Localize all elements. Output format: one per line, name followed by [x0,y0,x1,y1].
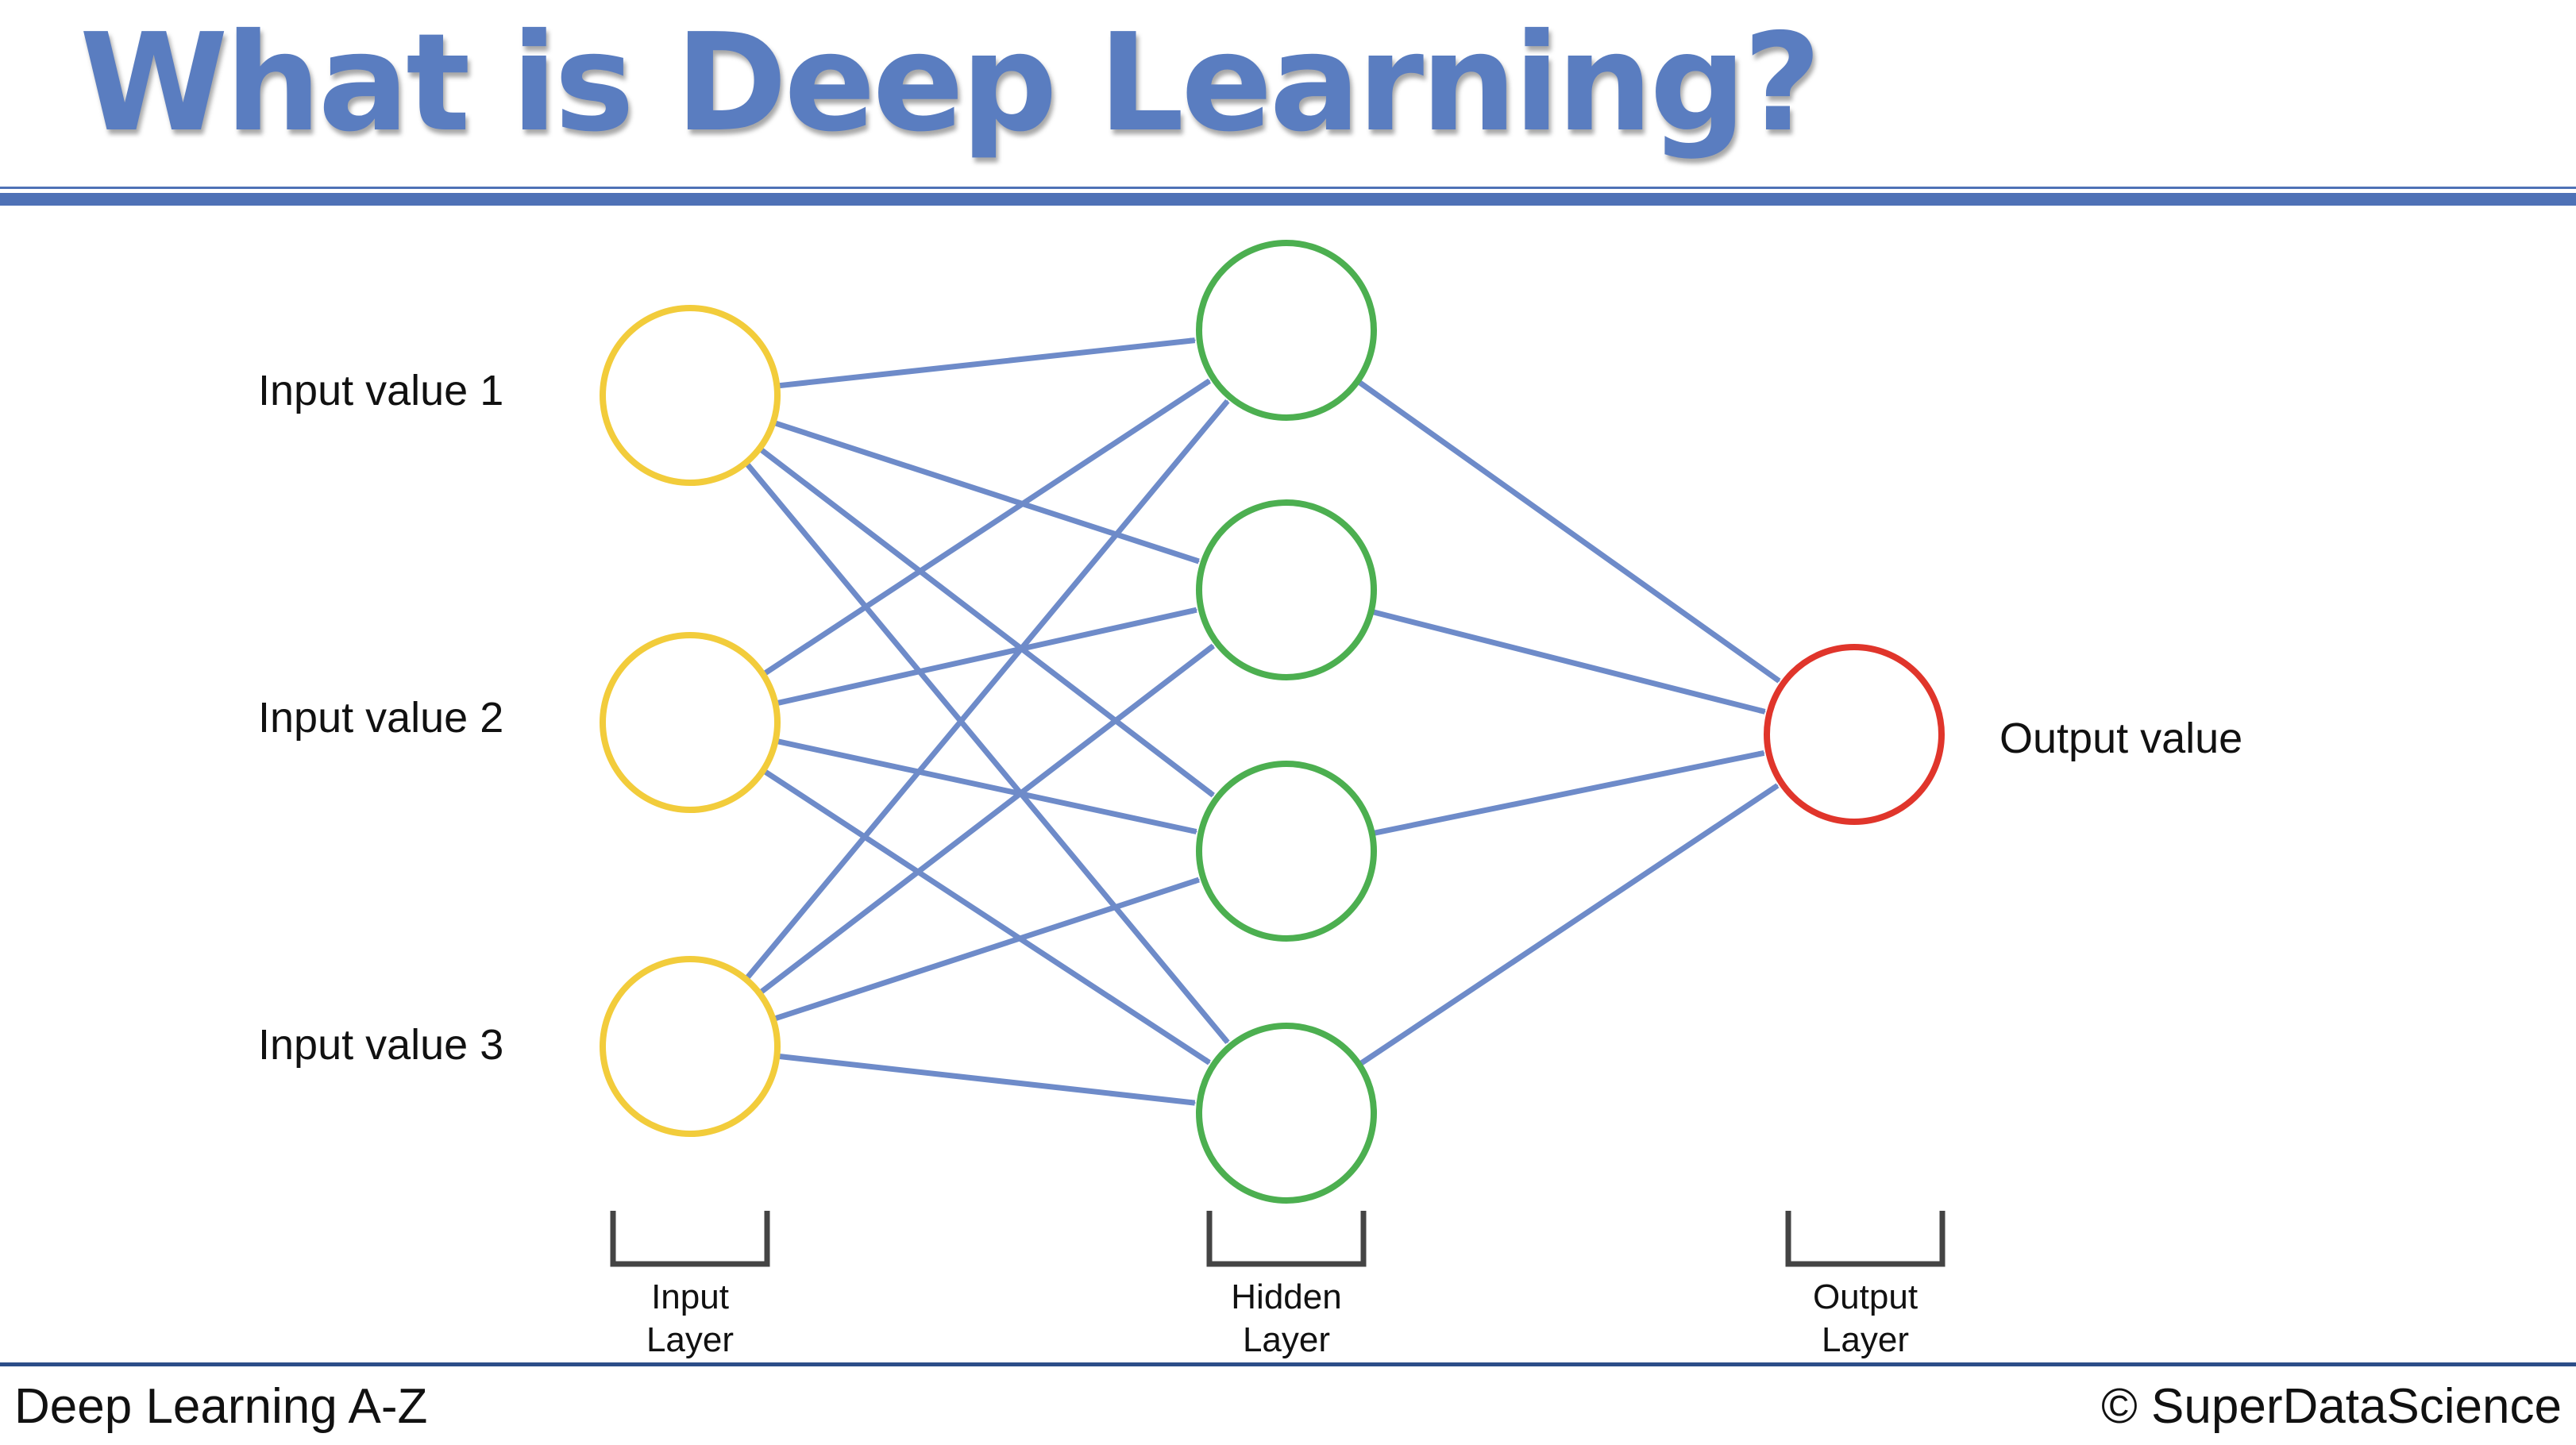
connection-input-3-to-hidden-4 [777,1053,1194,1106]
connection-input-2-to-hidden-4 [762,769,1211,1065]
connection-input-1-to-hidden-1 [777,337,1194,389]
hidden-layer-bracket [1206,1211,1367,1267]
input-layer-bracket [610,1211,770,1267]
connection-input-2-to-hidden-2 [776,607,1197,707]
hidden-node-2 [1196,499,1377,680]
connection-input-3-to-hidden-2 [758,643,1216,995]
connection-input-2-to-hidden-1 [762,378,1212,676]
connection-hidden-1-to-output-1 [1357,380,1781,684]
title-divider [0,187,2576,206]
output-layer-bracket [1785,1211,1945,1267]
hidden-node-3 [1196,761,1377,942]
output-layer-label-line1: Output [1813,1277,1918,1316]
output-value-label: Output value [1999,715,2242,762]
input-node-1 [600,305,781,486]
connection-hidden-4-to-output-1 [1359,783,1780,1066]
input-node-3 [600,956,781,1137]
input-node-2 [600,632,781,813]
connection-input-3-to-hidden-1 [745,399,1230,981]
hidden-node-4 [1196,1023,1377,1204]
footer-divider [0,1362,2576,1366]
connection-input-3-to-hidden-3 [773,877,1198,1022]
course-name: Deep Learning A-Z [14,1379,428,1434]
connection-input-1-to-hidden-2 [773,420,1199,565]
hidden-node-1 [1196,240,1377,421]
slide-title: What is Deep Learning? [79,5,1822,162]
input-layer-label-line1: Input [651,1277,729,1316]
connection-input-1-to-hidden-3 [758,447,1215,798]
input-value-3-label: Input value 3 [258,1021,503,1069]
hidden-layer-label-line1: Hidden [1231,1277,1341,1316]
connection-input-1-to-hidden-4 [744,461,1230,1045]
input-value-1-label: Input value 1 [258,367,503,414]
connection-hidden-2-to-output-1 [1371,609,1765,715]
nodes [600,240,1945,1204]
input-layer-label-line2: Layer [646,1320,734,1359]
copyright-notice: © SuperDataScience [2101,1379,2562,1434]
connections [744,337,1781,1106]
output-layer-label-line2: Layer [1822,1320,1909,1359]
hidden-layer-label-line2: Layer [1243,1320,1330,1359]
connection-input-2-to-hidden-3 [776,738,1197,834]
input-value-2-label: Input value 2 [258,694,503,742]
connection-hidden-3-to-output-1 [1372,749,1764,836]
output-node-1 [1764,644,1945,825]
